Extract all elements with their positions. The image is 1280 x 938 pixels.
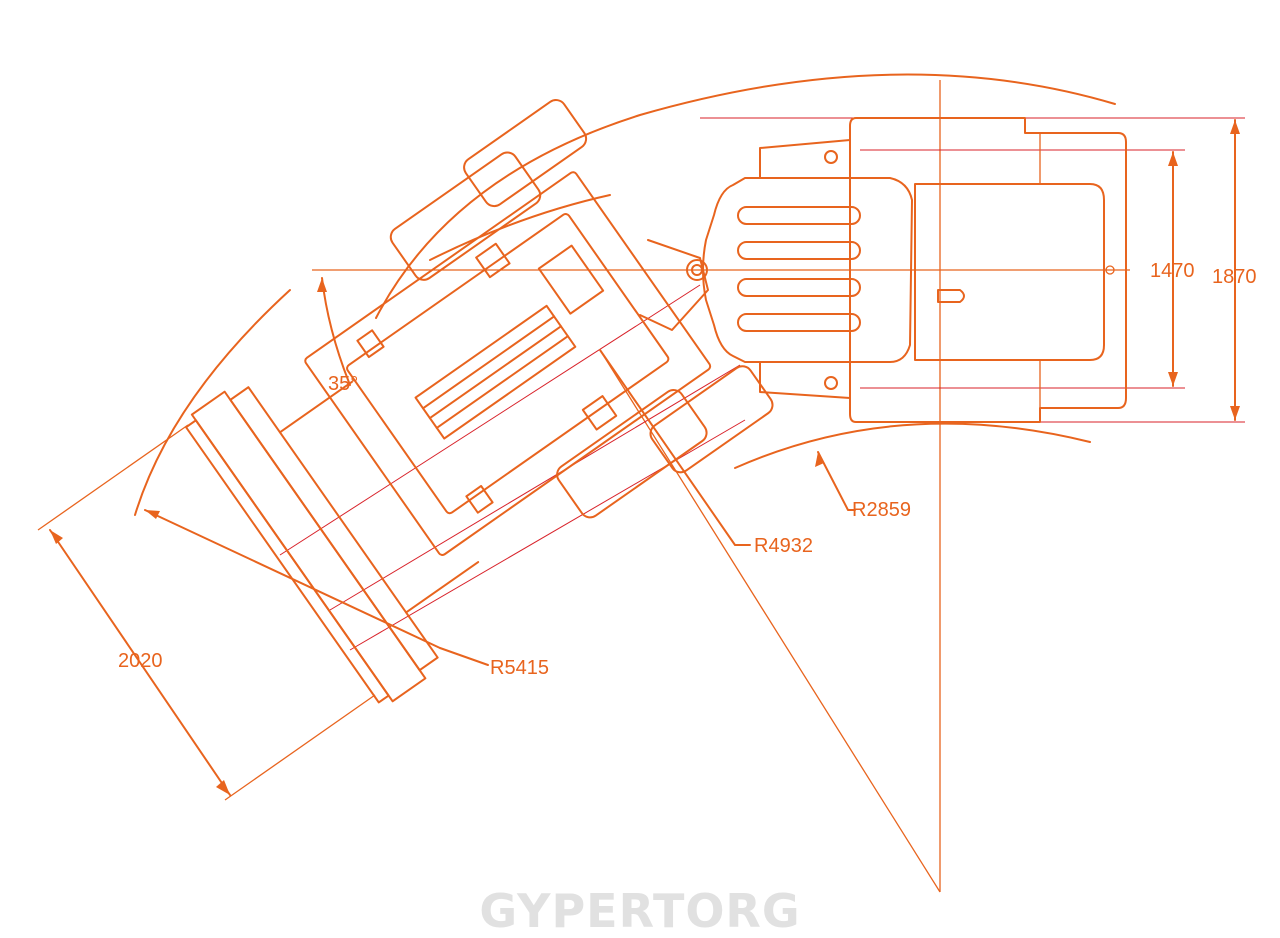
leader-r5415 (439, 647, 489, 666)
cab-grille-slot-1 (737, 206, 861, 225)
blade-edge (185, 419, 390, 704)
arrow-angle-top (317, 278, 327, 292)
label-r4932: R4932 (754, 535, 813, 557)
arrow-2020-a (50, 530, 63, 544)
label-1870: 1870 (1212, 266, 1257, 288)
lift-eye-bottom (824, 376, 838, 390)
rear-latch (937, 289, 965, 303)
label-r2859: R2859 (852, 499, 911, 521)
mid-turning-arc (429, 194, 611, 261)
rear-chassis-outline (849, 117, 1127, 423)
arrow-r2859 (815, 452, 824, 467)
blade-arm-2 (405, 561, 480, 614)
arrow-1870-bottom (1230, 406, 1240, 420)
outer-turning-arc (375, 73, 1116, 319)
front-centerline-a (279, 284, 701, 556)
lift-eye-top (824, 150, 838, 164)
construction-lines (279, 80, 1245, 893)
bracket-pad-4 (465, 485, 494, 514)
ext-2020-b (224, 694, 376, 801)
engine-hood (914, 183, 1105, 361)
blade-turning-arc (134, 289, 291, 516)
valve-block (537, 244, 605, 315)
watermark: GYPERTORG (479, 884, 801, 938)
blade-arm-1 (278, 380, 354, 434)
label-angle: 35° (328, 373, 358, 395)
blade-outer (190, 390, 427, 703)
front-frame-inner (346, 213, 670, 515)
arrow-r5415 (145, 510, 160, 519)
front-blade (185, 380, 480, 704)
arrow-1470-bottom (1168, 372, 1178, 386)
dimension-labels: 1470 1870 R2859 R4932 R5415 2020 35° (118, 260, 1257, 679)
blade-inner (229, 386, 439, 672)
radius-line (599, 349, 941, 893)
label-r5415: R5415 (490, 657, 549, 679)
arrow-2020-b (216, 780, 230, 795)
bracket-pad-2 (581, 395, 618, 431)
front-frame-box (304, 171, 712, 556)
cab-mount (759, 139, 851, 399)
ext-2020-a (37, 424, 189, 531)
rear-hitch-point (1105, 265, 1115, 275)
inner-turning-arc (734, 422, 1091, 469)
front-wheel-left-rear (463, 99, 588, 208)
bracket-pad-3 (356, 329, 385, 359)
cab-grille-slot-3 (737, 278, 861, 297)
label-2020: 2020 (118, 650, 163, 672)
leader-r4932 (599, 349, 751, 546)
dim-line-2020 (49, 529, 231, 796)
pivot-pin-outer (686, 259, 708, 281)
bracket-pad-1 (475, 242, 511, 279)
cylinder-rod-2 (428, 325, 562, 420)
dimension-lines (37, 119, 1240, 801)
label-1470: 1470 (1150, 260, 1195, 282)
joint-bracket (639, 239, 709, 331)
dim-line-r5415 (144, 509, 441, 649)
front-wheel-left (389, 151, 542, 281)
cab-grille-slot-2 (737, 241, 861, 260)
front-wheel-right-rear (649, 365, 774, 474)
front-frame (304, 99, 774, 556)
front-centerline-b (329, 364, 741, 611)
front-wheel-right (556, 389, 708, 519)
cab-outline (702, 177, 913, 363)
rear-frame (702, 117, 1127, 423)
arrow-1470-top (1168, 152, 1178, 166)
cab-grille-slot-4 (737, 313, 861, 332)
cylinder-rod-1 (422, 315, 556, 410)
articulation-joint (639, 239, 709, 331)
leader-r2859 (817, 451, 856, 511)
turning-arcs (134, 73, 1116, 516)
arrow-1870-top (1230, 120, 1240, 134)
cylinder-rod-3 (435, 335, 569, 429)
